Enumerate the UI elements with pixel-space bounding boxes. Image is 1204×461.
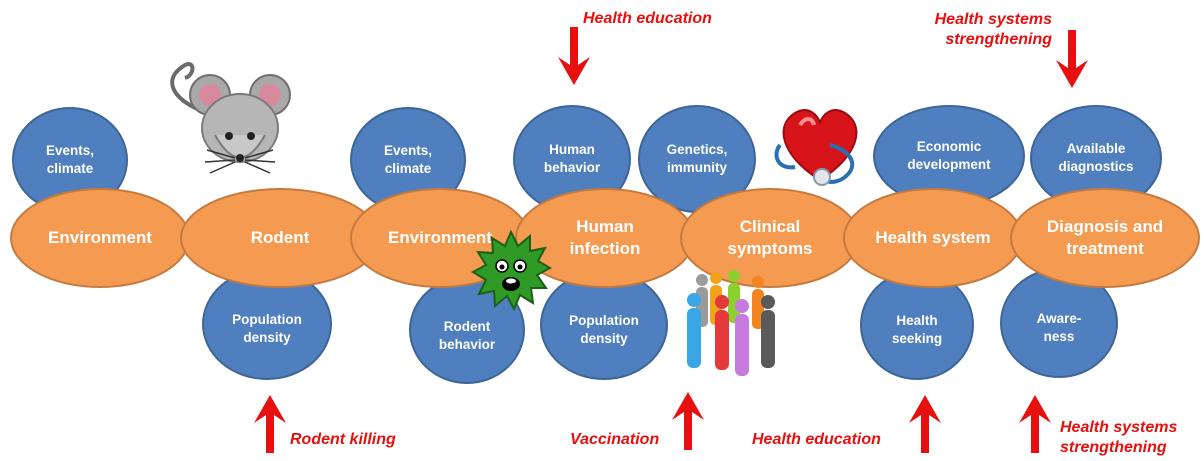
arrow-up-icon <box>909 395 941 453</box>
people-group-icon <box>687 270 775 376</box>
factor-health-seeking: Health seeking <box>860 270 974 380</box>
factor-events-climate-2: Events, climate <box>350 107 466 213</box>
arrow-up-icon <box>254 395 286 453</box>
intervention-rodent-killing: Rodent killing <box>290 431 396 448</box>
factor-awareness: Aware- ness <box>1000 268 1118 378</box>
stage-human-infection: Human infection <box>515 188 695 288</box>
intervention-health-systems-bottom: Health systems strengthening <box>1060 419 1178 456</box>
stage-rodent: Rodent <box>180 188 380 288</box>
virus-icon <box>470 230 552 312</box>
stage-clinical-symptoms: Clinical symptoms <box>680 188 860 288</box>
intervention-health-education-top: Health education <box>583 10 712 27</box>
mouse-icon <box>170 62 291 174</box>
intervention-health-education-bottom: Health education <box>752 431 881 448</box>
intervention-health-systems-top: Health systems strengthening <box>934 11 1052 48</box>
arrow-down-icon <box>1056 30 1088 88</box>
heart-stethoscope-icon <box>774 109 858 186</box>
factor-rodent-behavior: Rodent behavior <box>409 276 525 384</box>
arrow-down-icon <box>558 27 590 85</box>
stage-environment-1: Environment <box>10 188 190 288</box>
factor-genetics-immunity: Genetics, immunity <box>638 105 756 213</box>
intervention-vaccination: Vaccination <box>570 431 660 448</box>
arrow-up-icon <box>1019 395 1051 453</box>
factor-population-density-2: Population density <box>540 270 668 380</box>
arrow-up-icon <box>672 392 704 450</box>
stage-health-system: Health system <box>843 188 1023 288</box>
stage-diagnosis-treatment: Diagnosis and treatment <box>1010 188 1200 288</box>
